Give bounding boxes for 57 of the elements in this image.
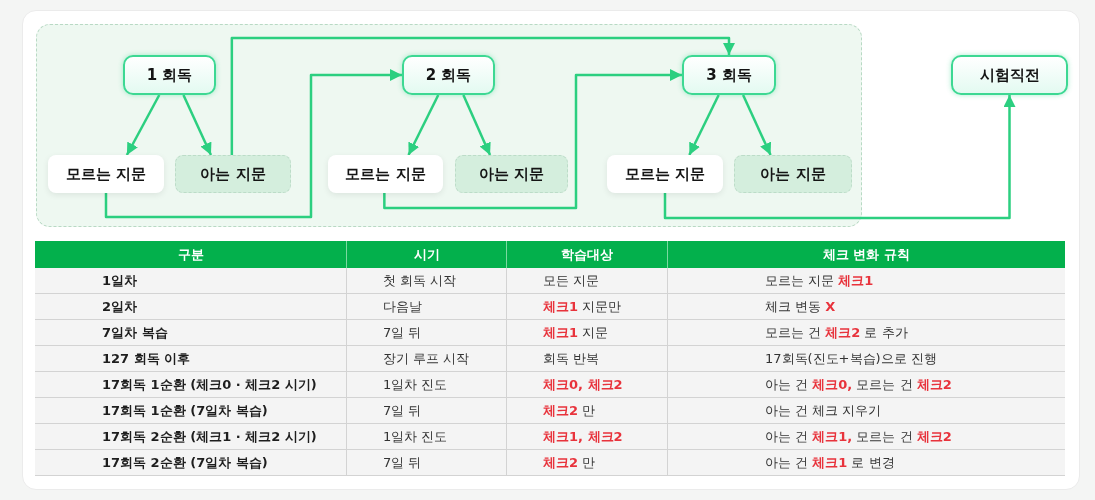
arrow [663, 95, 1016, 220]
table-cell: 아는 건 체크 지우기 [668, 398, 1065, 424]
table-cell: 첫 회독 시작 [347, 268, 507, 294]
table-cell: 17회독 1순환 (7일차 복습) [35, 398, 347, 424]
arrow [741, 94, 772, 156]
table-cell: 7일차 복습 [35, 320, 347, 346]
table-cell: 체크1, 체크2 [507, 424, 668, 450]
passage-box: 아는 지문 [175, 155, 291, 193]
table-cell: 7일 뒤 [347, 320, 507, 346]
table-cell: 17회독 2순환 (7일차 복습) [35, 450, 347, 476]
arrow [407, 94, 440, 156]
passage-box: 아는 지문 [734, 155, 852, 193]
arrow [383, 69, 682, 210]
arrow [182, 94, 213, 156]
table-cell: 장기 루프 시작 [347, 346, 507, 372]
table-cell: 체크1 지문만 [507, 294, 668, 320]
table-cell: 아는 건 체크1, 모르는 건 체크2 [668, 424, 1065, 450]
column-header: 체크 변화 규칙 [668, 241, 1065, 268]
column-header: 구분 [35, 241, 347, 268]
passage-box: 아는 지문 [455, 155, 568, 193]
table-cell: 1일차 진도 [347, 424, 507, 450]
table-cell: 모르는 지문 체크1 [668, 268, 1065, 294]
table-cell: 체크0, 체크2 [507, 372, 668, 398]
arrow [125, 94, 161, 156]
step-box: 1 회독 [123, 55, 216, 95]
passage-box: 모르는 지문 [607, 155, 723, 193]
step-box: 시험직전 [951, 55, 1068, 95]
table-cell: 다음날 [347, 294, 507, 320]
column-header: 학습대상 [507, 241, 668, 268]
arrow [688, 94, 720, 156]
table-cell: 2일차 [35, 294, 347, 320]
table-cell: 모르는 건 체크2 로 추가 [668, 320, 1065, 346]
column-header: 시기 [347, 241, 507, 268]
passage-box: 모르는 지문 [48, 155, 164, 193]
arrow [230, 36, 735, 155]
table-cell: 모든 지문 [507, 268, 668, 294]
group-panel [36, 24, 862, 227]
arrow [104, 69, 402, 219]
table-cell: 회독 반복 [507, 346, 668, 372]
table-cell: 17회독(진도+복습)으로 진행 [668, 346, 1065, 372]
table-cell: 체크 변동 X [668, 294, 1065, 320]
table-cell: 7일 뒤 [347, 398, 507, 424]
step-box: 3 회독 [682, 55, 776, 95]
table-cell: 127 회독 이후 [35, 346, 347, 372]
step-box: 2 회독 [402, 55, 495, 95]
table-cell: 1일차 [35, 268, 347, 294]
table-cell: 1일차 진도 [347, 372, 507, 398]
table-cell: 아는 건 체크0, 모르는 건 체크2 [668, 372, 1065, 398]
table-cell: 체크2 만 [507, 450, 668, 476]
table-cell: 17회독 2순환 (체크1 · 체크2 시기) [35, 424, 347, 450]
table-cell: 7일 뒤 [347, 450, 507, 476]
table-cell: 17회독 1순환 (체크0 · 체크2 시기) [35, 372, 347, 398]
table-cell: 체크1 지문 [507, 320, 668, 346]
arrow [462, 94, 492, 156]
table-cell: 아는 건 체크1 로 변경 [668, 450, 1065, 476]
table-cell: 체크2 만 [507, 398, 668, 424]
passage-box: 모르는 지문 [328, 155, 443, 193]
